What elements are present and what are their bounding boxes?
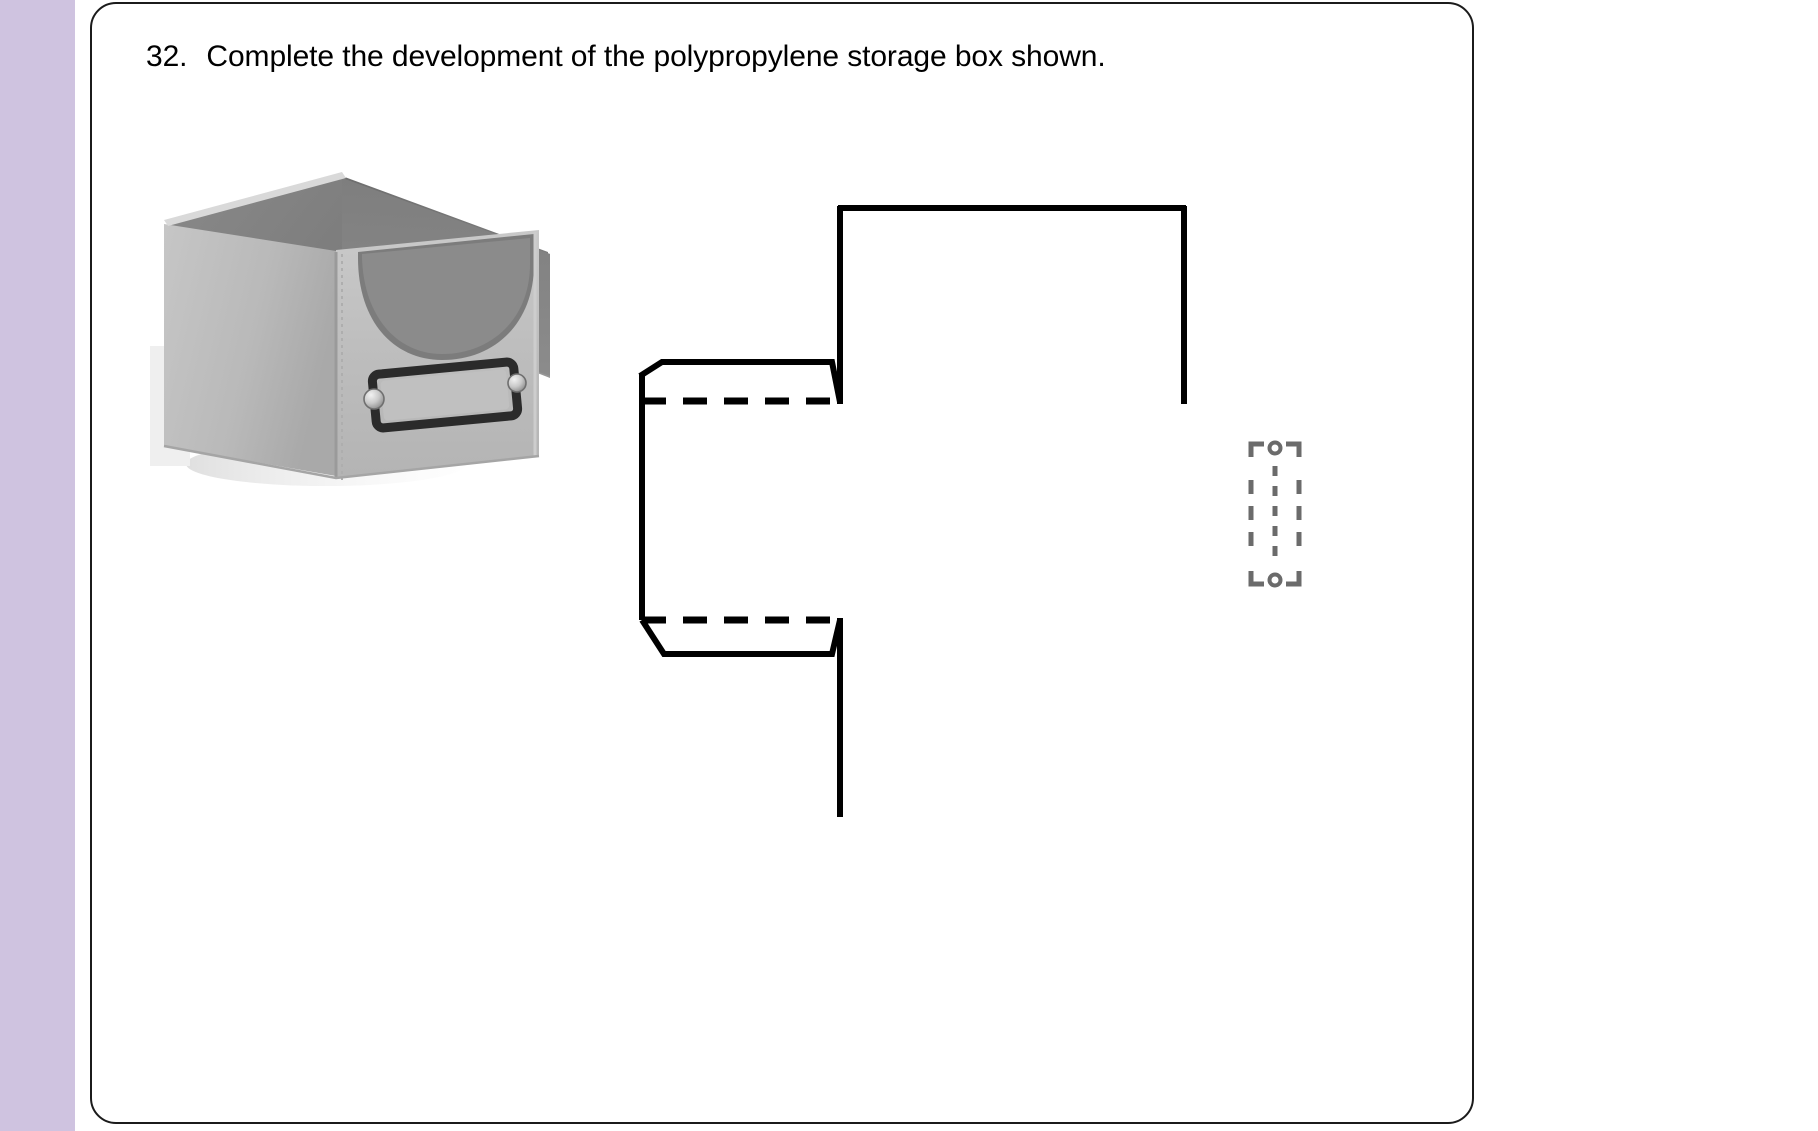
handle-corner-top-left xyxy=(1248,441,1264,457)
label-rivet-left xyxy=(363,388,385,410)
label-holder-window xyxy=(380,369,510,421)
box-left-side-face xyxy=(164,224,336,476)
box-development-net xyxy=(600,180,1280,840)
box-cutout-inner-shade xyxy=(362,238,530,354)
handle-corner-top-right xyxy=(1286,441,1302,457)
sidebar-band-edge xyxy=(75,0,78,1131)
label-rivet-right xyxy=(507,373,527,393)
question-text: Complete the development of the polyprop… xyxy=(206,40,1106,73)
sidebar-decorative-band xyxy=(0,0,75,1131)
question-heading: 32. Complete the development of the poly… xyxy=(146,40,1106,74)
box-bottom-edge xyxy=(163,444,540,480)
label-holder xyxy=(363,357,527,433)
selection-handles[interactable] xyxy=(1241,436,1309,592)
net-upper-tab-outline xyxy=(638,359,843,403)
handle-corner-bottom-right xyxy=(1286,571,1302,587)
handle-corner-bottom-left xyxy=(1248,571,1264,587)
question-number: 32. xyxy=(146,40,188,73)
box-left-rim xyxy=(164,172,346,226)
handle-nub-top xyxy=(1267,440,1283,456)
polypropylene-storage-box-photo xyxy=(146,146,558,492)
net-lower-tab-outline xyxy=(639,618,843,657)
handle-nub-bottom xyxy=(1267,572,1283,588)
